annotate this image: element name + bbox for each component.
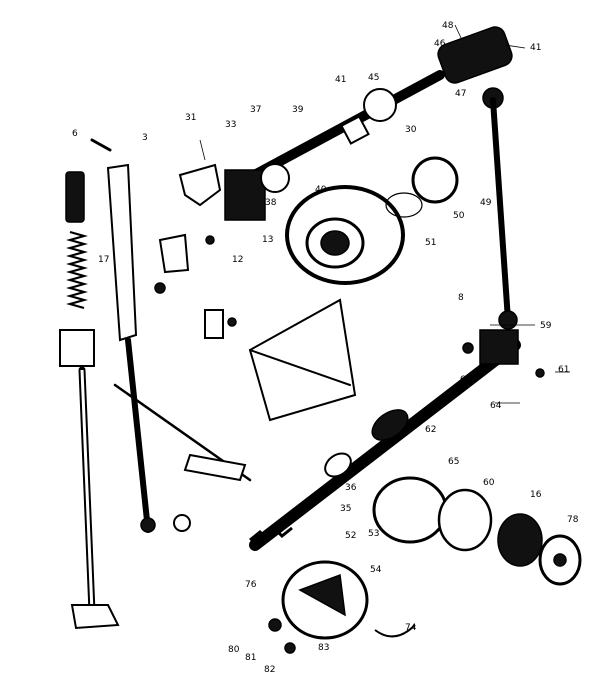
screw — [173, 514, 191, 532]
callout-45: 45 — [368, 73, 379, 83]
regulator-knob — [411, 156, 459, 204]
feed-link-rod — [490, 97, 511, 323]
hook-spring — [374, 624, 416, 638]
callout-53: 53 — [368, 529, 379, 539]
needle — [90, 138, 112, 152]
callout-3: 3 — [142, 133, 148, 143]
callout-37: 37 — [250, 105, 261, 115]
callout-51: 51 — [425, 238, 436, 248]
callout-41: 41 — [335, 75, 346, 85]
callout-60: 60 — [483, 478, 495, 488]
leader-lines — [199, 24, 570, 404]
presser-bar-assembly — [59, 171, 120, 630]
regulator-inner — [305, 217, 365, 269]
screw — [154, 282, 166, 294]
callout-59: 59 — [540, 321, 552, 331]
callout-8: 8 — [458, 293, 464, 303]
screws — [154, 163, 545, 654]
callout-30: 30 — [405, 125, 417, 135]
feed-crank — [183, 453, 247, 482]
callout-36: 36 — [345, 483, 357, 493]
needle-bar-lever — [106, 163, 138, 342]
lower-gear-teeth — [249, 526, 293, 542]
callout-83: 83 — [318, 643, 329, 653]
presser-foot — [70, 604, 120, 630]
callout-64: 64 — [490, 401, 502, 411]
regulator-core — [320, 230, 350, 256]
callout-31: 31 — [185, 113, 196, 123]
needle-bar-frame — [90, 138, 156, 533]
needle-bar — [125, 337, 151, 533]
callout-46: 46 — [434, 39, 446, 49]
upper-shaft-bushing — [340, 115, 370, 145]
feed-link-bottom — [498, 310, 518, 330]
callout-54: 54 — [370, 565, 382, 575]
callout-17: 17 — [98, 255, 109, 265]
regulator-washer — [385, 192, 423, 218]
feed-rock-shaft — [249, 349, 351, 386]
hook-assembly — [281, 476, 582, 640]
callout-62: 62 — [425, 425, 436, 435]
upper-bearing — [260, 163, 290, 193]
feed-bar-frame — [248, 298, 357, 422]
bobbin-center — [553, 553, 567, 567]
callout-78: 78 — [567, 515, 579, 525]
upper-shaft-assembly — [224, 26, 513, 221]
callout-49: 49 — [480, 198, 492, 208]
callout-82: 82 — [264, 665, 275, 675]
hook-cover — [372, 476, 448, 544]
callout-40: 40 — [315, 185, 327, 195]
callout-39: 39 — [292, 105, 304, 115]
feed-linkage — [113, 298, 357, 482]
presser-spring-cap — [65, 171, 85, 223]
callout-33: 33 — [225, 120, 236, 130]
callout-74: 74 — [405, 623, 417, 633]
screw — [227, 317, 237, 327]
presser-bar-inner — [80, 369, 94, 613]
callout-52: 52 — [345, 531, 356, 541]
lower-bearing — [324, 452, 352, 478]
callout-13: 13 — [262, 235, 273, 245]
lower-shaft-assembly — [249, 329, 521, 551]
shuttle-hook — [298, 573, 346, 617]
feed-link — [482, 87, 518, 330]
bracket — [204, 309, 224, 339]
callout-80: 80 — [228, 645, 240, 655]
callout-76: 76 — [245, 580, 257, 590]
callout-61: 61 — [558, 365, 569, 375]
callout-35: 35 — [340, 504, 351, 514]
presser-bar-guide — [59, 329, 95, 367]
hand-wheel-hub — [437, 26, 513, 84]
callout-63: 63 — [460, 375, 471, 385]
stitch-regulator — [285, 156, 459, 285]
callout-41: 41 — [530, 43, 541, 53]
callout-50: 50 — [453, 211, 465, 221]
callout-12: 12 — [232, 255, 243, 265]
lower-shaft — [249, 339, 521, 551]
upper-cam-block — [224, 169, 266, 221]
callout-labels: 48 46 41 41 45 47 31 33 37 39 30 38 40 4… — [72, 21, 579, 675]
needle-bar-clamp — [140, 517, 156, 533]
callout-16: 16 — [530, 490, 542, 500]
thread-take-up-cam — [363, 88, 397, 122]
upper-bracket — [178, 163, 222, 207]
screw — [205, 235, 215, 245]
bobbin-case — [497, 513, 543, 567]
screw — [535, 368, 545, 378]
lower-gear — [371, 409, 409, 441]
screw — [268, 618, 282, 632]
callout-65: 65 — [448, 457, 459, 467]
lower-shaft-housing — [479, 329, 519, 365]
presser-spring — [65, 230, 89, 310]
callout-48: 48 — [442, 21, 454, 31]
side-bracket — [158, 233, 190, 274]
callout-47: 47 — [455, 89, 466, 99]
screw — [284, 642, 296, 654]
callout-6: 6 — [72, 129, 78, 139]
screw — [462, 342, 474, 354]
callout-81: 81 — [245, 653, 256, 663]
bobbin-case-cap — [437, 488, 493, 552]
callout-38: 38 — [265, 198, 277, 208]
